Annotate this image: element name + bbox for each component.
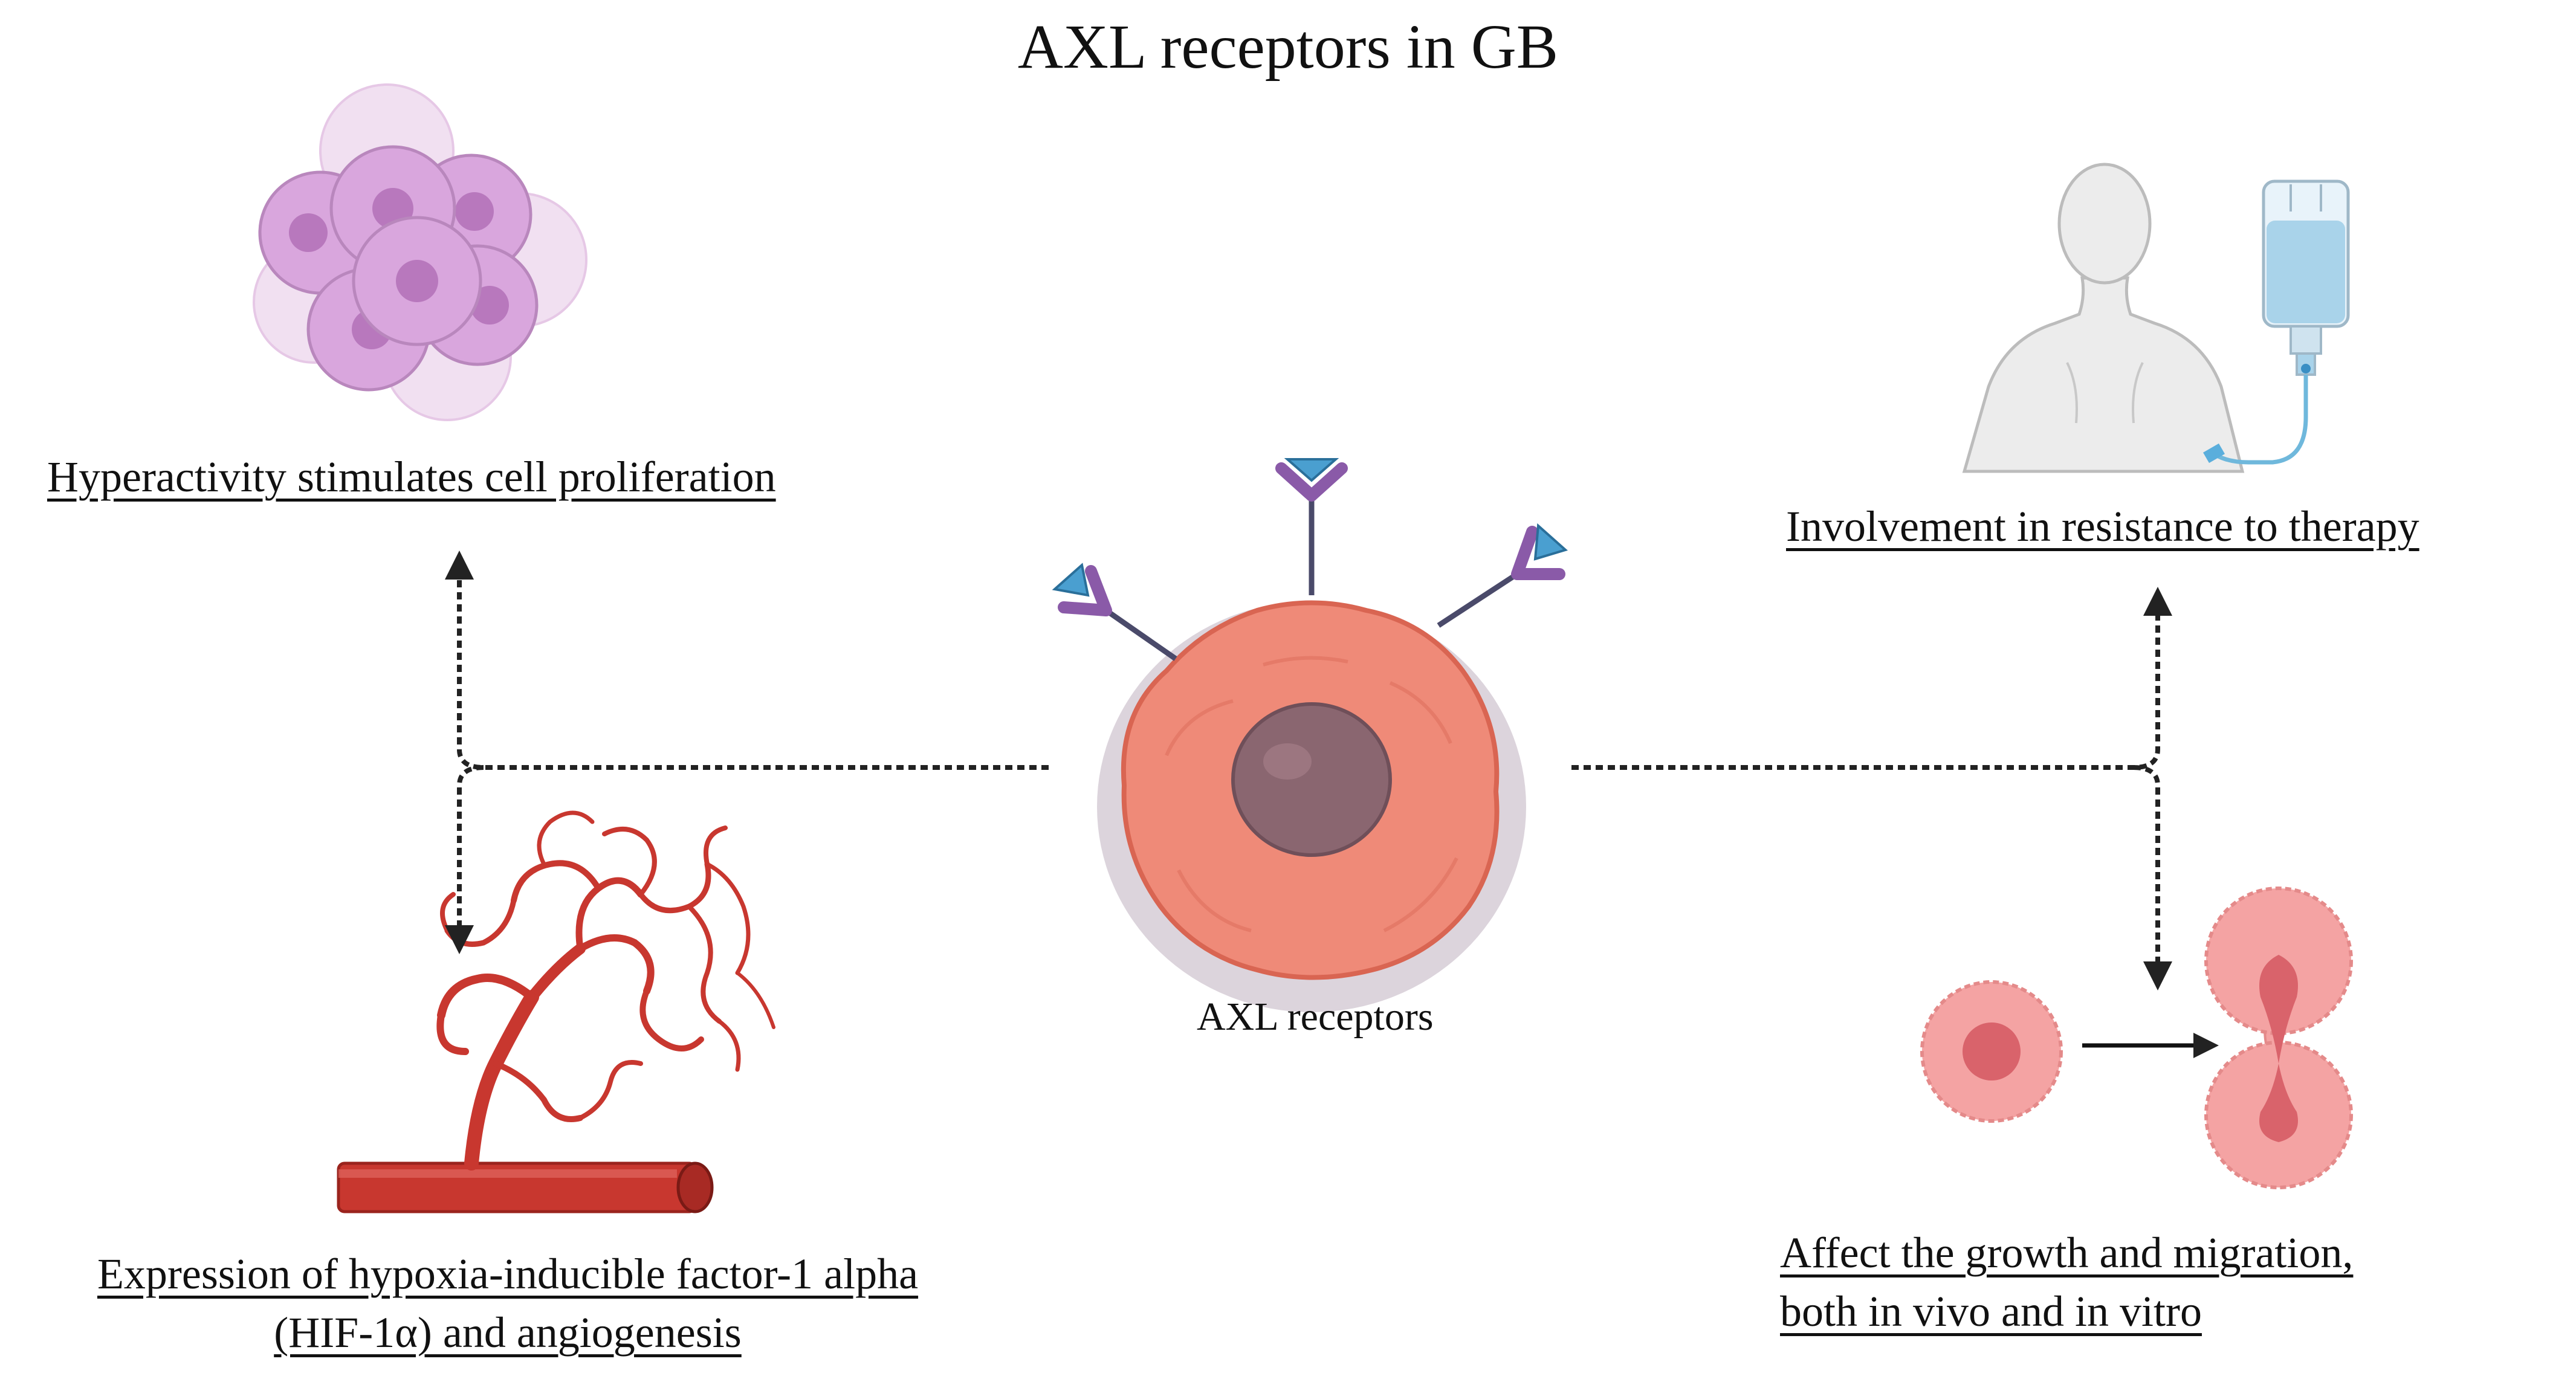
patient-iv-therapy-icon	[1962, 163, 2350, 473]
axl-receptor-top	[1275, 458, 1348, 595]
axl-tumor-cell-icon	[1052, 458, 1568, 1012]
angiogenesis-vessel-icon	[337, 810, 775, 1213]
label-hif-line-1: Expression of hypoxia-inducible factor-1…	[97, 1250, 919, 1298]
axl-receptor-right	[1437, 523, 1568, 628]
label-hif-line-2: (HIF-1α) and angiogenesis	[274, 1308, 742, 1357]
diagram-title: AXL receptors in GB	[1017, 12, 1559, 82]
label-growth-line-2: both in vivo and in vitro	[1780, 1287, 2202, 1336]
label-growth-migration: Affect the growth and migration, both in…	[1780, 1224, 2353, 1341]
label-hif-angiogenesis: Expression of hypoxia-inducible factor-1…	[12, 1245, 1003, 1362]
cell-cluster-icon	[253, 83, 587, 421]
label-therapy-resistance: Involvement in resistance to therapy	[1786, 502, 2419, 551]
label-growth-line-1: Affect the growth and migration,	[1780, 1229, 2354, 1277]
axl-receptor-left	[1052, 563, 1177, 661]
center-label-axl-receptors: AXL receptors	[1197, 995, 1434, 1039]
label-cell-proliferation: Hyperactivity stimulates cell proliferat…	[47, 453, 776, 501]
cell-migration-division-icon	[1920, 887, 2353, 1189]
connector-left	[445, 551, 1049, 954]
connector-right	[1571, 587, 2172, 990]
